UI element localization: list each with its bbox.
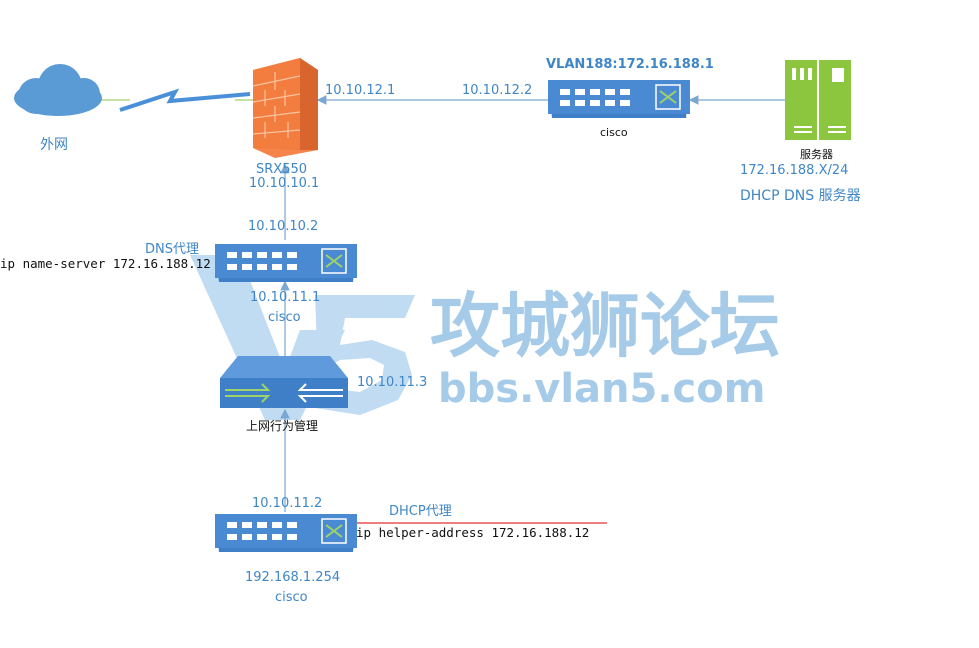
- dhcp-proxy-label: DHCP代理: [389, 504, 452, 519]
- internet-label: 外网: [40, 137, 68, 153]
- access-switch-ip-top: 10.10.11.2: [252, 496, 323, 511]
- access-switch-model: cisco: [275, 590, 308, 605]
- firewall-name: SRX550: [256, 162, 308, 177]
- behavior-mgmt-label: 上网行为管理: [246, 419, 319, 433]
- dhcp-proxy-config: ip helper-address 172.16.188.12: [356, 525, 590, 540]
- dns-switch-ip-top: 10.10.10.2: [248, 219, 319, 234]
- behavior-mgmt-ip: 10.10.11.3: [357, 375, 428, 390]
- watermark-title: 攻城狮论坛: [430, 285, 780, 367]
- core-switch-port-ip: 10.10.12.2: [462, 83, 533, 98]
- firewall-ip: 10.10.10.1: [249, 176, 320, 191]
- dns-switch-model: cisco: [268, 310, 301, 325]
- dns-proxy-config: ip name-server 172.16.188.12: [0, 256, 211, 271]
- server-label: 服务器: [800, 148, 833, 161]
- core-switch-model: cisco: [600, 126, 628, 139]
- wan-lightning-link: [119, 88, 251, 112]
- firewall-port-ip: 10.10.12.1: [325, 83, 396, 98]
- core-switch-vlan: VLAN188:172.16.188.1: [546, 57, 714, 72]
- dns-switch-ip-bottom: 10.10.11.1: [250, 290, 321, 305]
- server-subnet: 172.16.188.X/24: [740, 163, 849, 178]
- access-switch-ip-bottom: 192.168.1.254: [245, 570, 341, 585]
- server-role: DHCP DNS 服务器: [740, 188, 861, 204]
- dns-proxy-label: DNS代理: [145, 242, 199, 257]
- watermark-url: bbs.vlan5.com: [438, 366, 765, 412]
